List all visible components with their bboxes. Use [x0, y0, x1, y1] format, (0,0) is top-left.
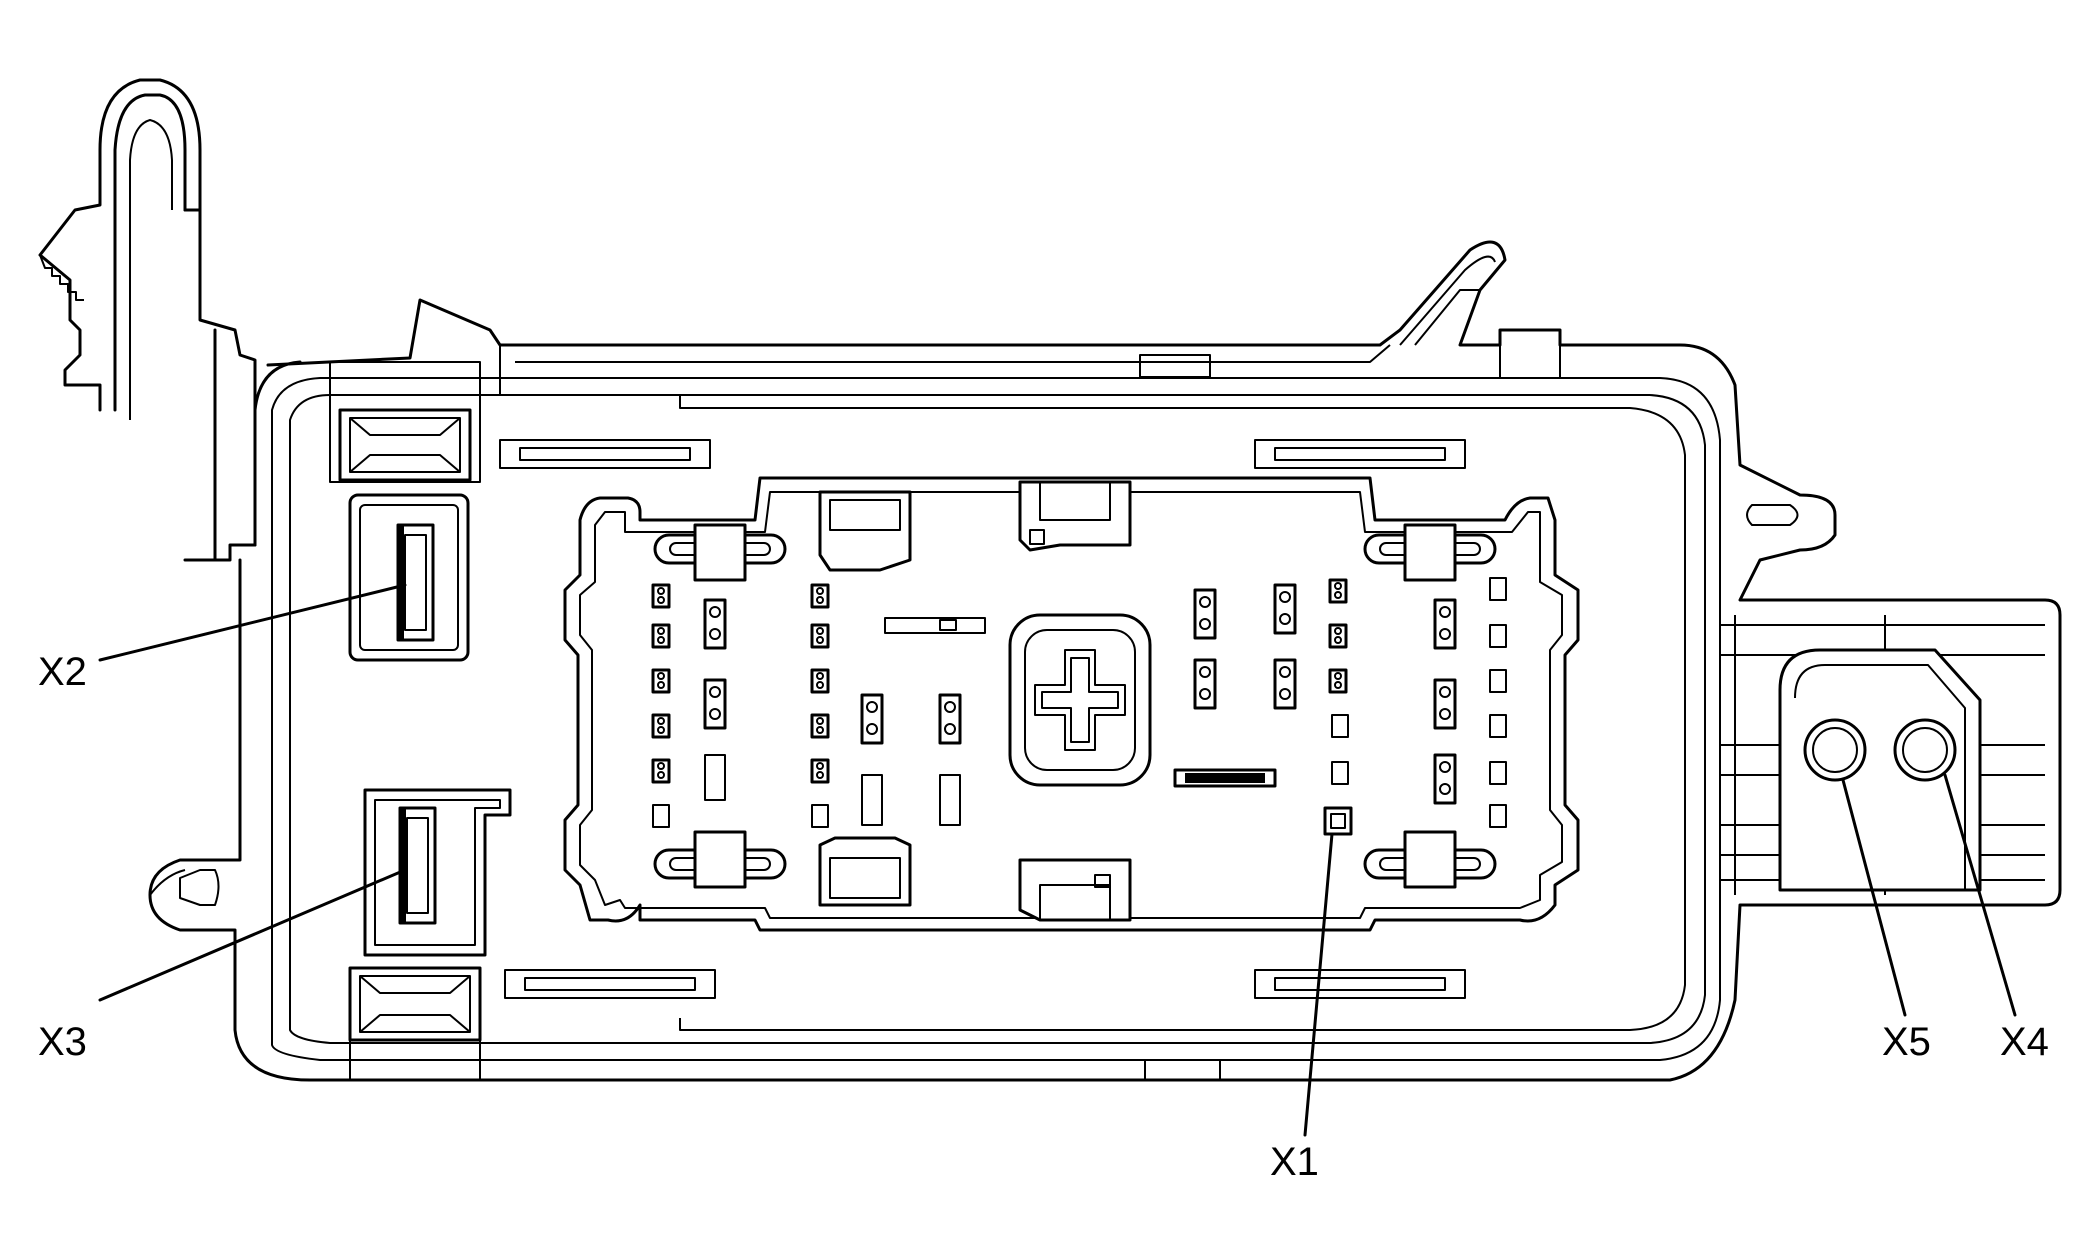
fuse-cavity-small	[1328, 668, 1348, 694]
fuse-cavity-small	[651, 583, 671, 609]
right-bracket	[1720, 615, 2045, 895]
fuse-cavity-empty	[811, 804, 829, 828]
housing-slots	[499, 439, 1466, 999]
fuse-cavity-tall	[1193, 588, 1217, 640]
fuse-cavity-small	[810, 623, 830, 649]
label-x2: X2	[38, 650, 87, 694]
fuse-cavity-small	[651, 668, 671, 694]
fuse-cavity-empty	[939, 774, 961, 826]
fuse-cavity-small	[810, 668, 830, 694]
connector-x3	[348, 788, 512, 1081]
fuse-cavity-empty	[1489, 669, 1507, 693]
fuse-cavity-tall	[1433, 598, 1457, 650]
fuse-cavity-small	[651, 758, 671, 784]
fuse-cavity-empty	[1331, 761, 1349, 785]
fuse-cavity-empty	[652, 804, 670, 828]
fuse-cavity-small	[651, 623, 671, 649]
left-latch-arm	[38, 78, 257, 562]
label-x3: X3	[38, 1020, 87, 1064]
fuse-cavity-small	[1328, 623, 1348, 649]
label-x5: X5	[1882, 1020, 1931, 1064]
fuse-cavity-small	[651, 713, 671, 739]
fuse-cavity-empty	[861, 774, 883, 826]
fuse-cavity-empty	[1489, 804, 1507, 828]
fuse-cavity-empty	[1489, 714, 1507, 738]
label-x1: X1	[1270, 1140, 1319, 1184]
fuse-cavity-small	[810, 713, 830, 739]
fuse-cavity-small	[1328, 578, 1348, 604]
fuse-cavity-tall	[703, 598, 727, 650]
fuse-cavity-tall	[703, 678, 727, 730]
label-x4: X4	[2000, 1020, 2049, 1064]
connector-x5	[1803, 718, 1867, 782]
housing-outline	[148, 240, 2062, 1082]
fuse-cavity-empty	[1489, 761, 1507, 785]
fuse-cavity-empty	[1331, 714, 1349, 738]
fuse-cavity-empty	[1489, 577, 1507, 601]
fuse-cavity-tall	[860, 693, 884, 745]
fuse-cavity-tall	[1433, 678, 1457, 730]
fuse-cavity-empty	[1489, 624, 1507, 648]
connector-x4	[1893, 718, 1957, 782]
fuse-panel	[563, 476, 1580, 932]
fuse-cavity-tall	[1433, 753, 1457, 805]
fuse-cavities	[651, 577, 1507, 828]
fuse-cavity-small	[810, 758, 830, 784]
fuse-cavity-tall	[1273, 583, 1297, 635]
fuse-cavity-tall	[1193, 658, 1217, 710]
connector-x2	[329, 361, 481, 662]
fuse-cavity-tall	[938, 693, 962, 745]
fuse-cavity-small	[810, 583, 830, 609]
connector-x1	[1323, 806, 1353, 836]
fuse-cavity-empty	[704, 754, 726, 801]
fuse-cavity-tall	[1273, 658, 1297, 710]
leader-lines	[98, 583, 2017, 1137]
